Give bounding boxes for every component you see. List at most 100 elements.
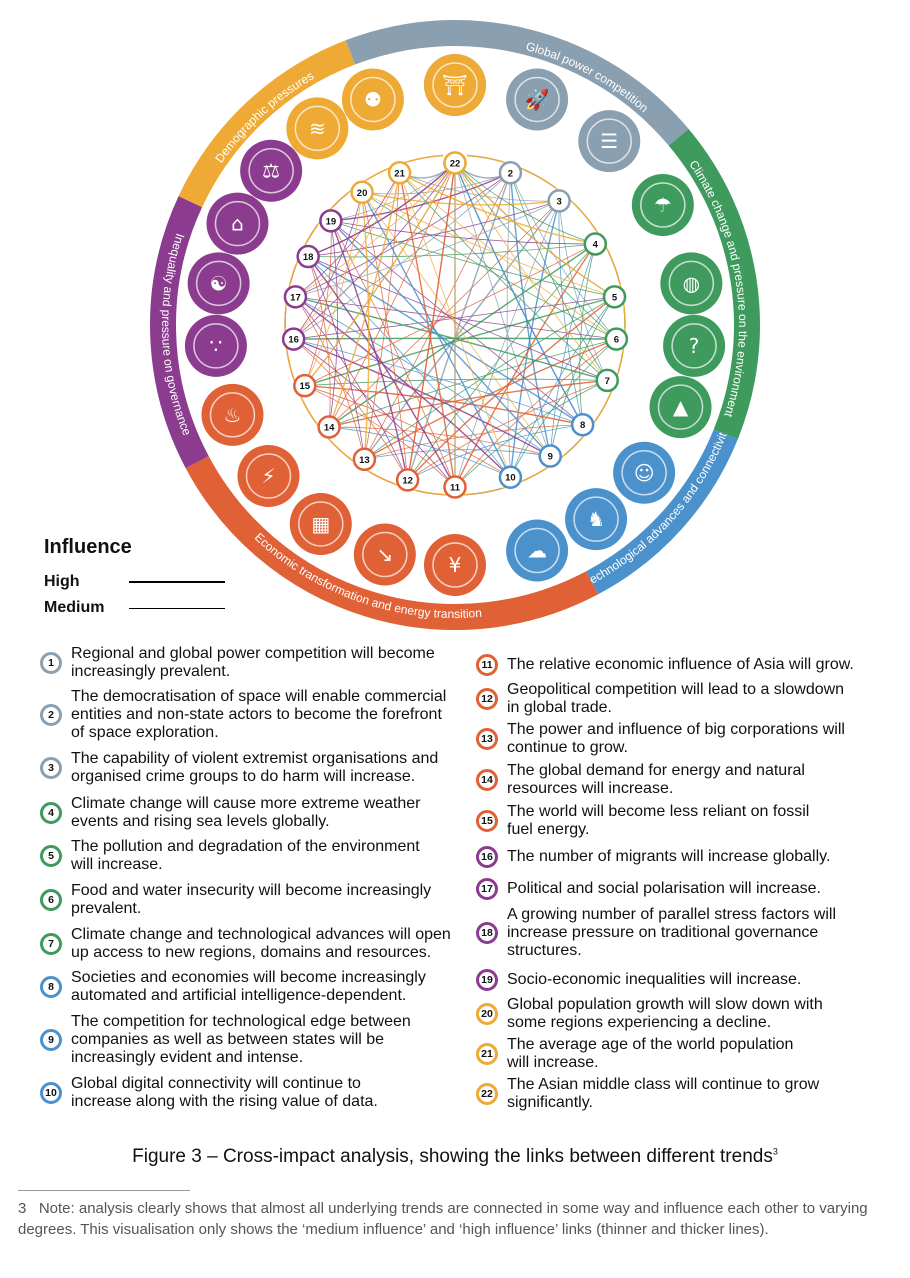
trend-number-badge: 6 (40, 889, 62, 911)
influence-link (398, 172, 456, 488)
influence-link (307, 255, 584, 426)
trend-text: The average age of the world population … (507, 1036, 794, 1071)
trend-text: Geopolitical competition will lead to a … (507, 681, 845, 716)
influence-link (304, 296, 615, 387)
legend-high-line (129, 581, 225, 583)
trend-node-number: 8 (580, 420, 585, 431)
influence-link (406, 172, 512, 481)
declining-chart-icon: ↘ (353, 523, 416, 586)
influence-link (308, 256, 608, 381)
trend-text: A growing number of parallel stress fact… (507, 906, 837, 959)
trend-number-badge: 5 (40, 845, 62, 867)
svg-text:☯: ☯ (210, 271, 228, 295)
influence-link (293, 172, 400, 340)
trend-node-number: 7 (605, 376, 610, 387)
trend-list-item: 22 The Asian middle class will continue t… (476, 1076, 819, 1112)
capitol-lightning-icon: ⌂ (206, 192, 269, 255)
influence-link (364, 172, 511, 460)
trend-node-number: 16 (288, 335, 299, 346)
trend-node-number: 4 (593, 240, 599, 251)
svg-text:¥: ¥ (449, 553, 462, 577)
yen-coin-icon: ¥ (424, 534, 486, 596)
trend-text: The world will become less reliant on fo… (507, 803, 810, 838)
trend-node: 11 (443, 475, 467, 499)
trend-node-number: 12 (402, 475, 413, 486)
influence-link (406, 162, 456, 481)
trend-number-badge: 22 (476, 1083, 498, 1105)
rocket-icon: 🚀 (506, 68, 569, 131)
svg-text:↘: ↘ (376, 543, 393, 567)
cloud-globe-icon: ☁ (506, 519, 569, 582)
svg-text:☁: ☁ (527, 539, 547, 563)
influence-link (295, 172, 400, 298)
trend-number-badge: 2 (40, 704, 62, 726)
trend-text: The relative economic influence of Asia … (507, 656, 854, 673)
corporate-buildings-icon: ▦ (289, 492, 352, 555)
svg-text:?: ? (689, 334, 700, 358)
category-ring-segment (178, 40, 356, 208)
category-ring-segment (345, 20, 689, 146)
influence-link (328, 220, 338, 428)
trend-node: 2 (498, 161, 523, 185)
influence-link (364, 338, 617, 460)
trend-number-badge: 1 (40, 652, 62, 674)
trend-node-number: 22 (450, 159, 461, 170)
trend-text: Political and social polarisation will i… (507, 880, 821, 897)
influence-link (328, 200, 560, 428)
trend-node: 13 (352, 447, 377, 472)
footnote: 3 Note: analysis clearly shows that almo… (18, 1200, 868, 1238)
trend-list-item: 1 Regional and global power competition w… (40, 645, 435, 681)
svg-text:⚡: ⚡ (261, 464, 275, 488)
trend-node: 22 (443, 151, 467, 175)
trend-node-number: 20 (357, 188, 368, 199)
influence-link (454, 162, 596, 245)
influence-link (454, 162, 615, 298)
trend-node-number: 10 (505, 473, 516, 484)
trend-node-number: 6 (614, 335, 619, 346)
influence-link (330, 220, 583, 426)
influence-link (361, 192, 551, 457)
influence-link (399, 172, 608, 381)
trend-node-number: 14 (324, 422, 335, 433)
influence-link (399, 172, 617, 340)
influence-link (510, 338, 617, 478)
svg-text:🚀: 🚀 (525, 87, 550, 111)
influence-link (510, 296, 615, 478)
trend-text: Climate change and technological advance… (71, 926, 451, 961)
category-ring-segment (150, 196, 209, 469)
influence-link (295, 296, 511, 478)
influence-link (407, 296, 615, 481)
trend-node-number: 18 (303, 252, 314, 263)
influence-link (293, 192, 363, 340)
category-ring-segment (185, 455, 599, 630)
trend-node-number: 9 (548, 452, 553, 463)
trend-node-number: 5 (612, 292, 618, 303)
svg-text:☰: ☰ (600, 129, 618, 153)
legend-medium-label: Medium (44, 599, 105, 616)
influence-link (304, 385, 456, 488)
trend-text: Regional and global power competition wi… (71, 645, 435, 680)
trend-text: Climate change will cause more extreme w… (71, 795, 421, 830)
influence-link (454, 338, 617, 488)
svg-text:♞: ♞ (587, 507, 605, 531)
influence-link (329, 426, 511, 478)
influence-link (407, 424, 583, 481)
category-ring-segment (668, 128, 760, 440)
svg-text:▦: ▦ (311, 512, 330, 536)
trend-text: The Asian middle class will continue to … (507, 1076, 820, 1111)
influence-link (361, 191, 615, 298)
influence-link (293, 338, 456, 488)
influence-link (363, 200, 560, 460)
influence-link (509, 172, 551, 457)
trend-number-badge: 20 (476, 1003, 498, 1025)
trend-node-number: 3 (556, 196, 561, 207)
